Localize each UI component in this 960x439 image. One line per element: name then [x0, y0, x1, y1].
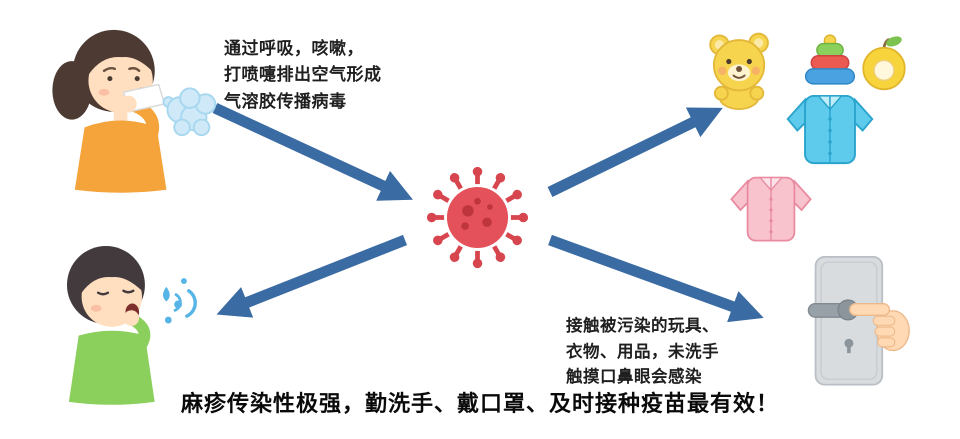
- virus-spikes: [426, 166, 529, 269]
- blue-shirt-icon: [786, 94, 874, 165]
- footer-advice: 麻疹传染性极强，勤洗手、戴口罩、及时接种疫苗最有效！: [180, 391, 779, 416]
- contact-note-line3: 触摸口鼻眼会感染: [566, 368, 702, 387]
- cough-droplets: [162, 278, 197, 324]
- aerosol-note-line1: 通过呼吸，咳嗽，: [224, 39, 364, 58]
- arrow-virus-to-toys: [547, 107, 723, 197]
- arrow-person-to-virus: [212, 103, 413, 201]
- virus-spots: [461, 197, 493, 230]
- aerosol-note-line3: 气溶胶传播病毒: [224, 91, 347, 111]
- aerosol-note: 通过呼吸，咳嗽， 打喷嚏排出空气形成 气溶胶传播病毒: [224, 36, 382, 115]
- breath-cloud: [162, 87, 217, 137]
- stacking-toy-icon: [804, 34, 856, 85]
- aerosol-note-line2: 打喷嚏排出空气形成: [224, 65, 382, 85]
- pink-shirt-icon: [730, 176, 812, 242]
- woman-body: [74, 120, 167, 193]
- contact-note: 接触被污染的玩具、 衣物、用品，未洗手 触摸口鼻眼会感染: [566, 314, 719, 391]
- teddy-bear-icon: [709, 32, 769, 110]
- sneezing-woman-icon: [52, 29, 217, 193]
- door-plate: [814, 255, 884, 386]
- boy-body: [68, 330, 155, 405]
- virus-icon: [426, 166, 529, 269]
- coughing-boy-icon: [66, 245, 197, 405]
- arrow-virus-to-door: [548, 234, 764, 323]
- contact-note-line2: 衣物、用品，未洗手: [566, 342, 719, 361]
- contact-note-line1: 接触被污染的玩具、: [566, 317, 719, 335]
- fruit-teether-icon: [862, 36, 906, 91]
- virus-body: [446, 186, 509, 249]
- arrow-virus-to-boy: [216, 234, 408, 318]
- pointing-hand: [849, 302, 910, 352]
- door-handle-hand-icon: [807, 255, 910, 386]
